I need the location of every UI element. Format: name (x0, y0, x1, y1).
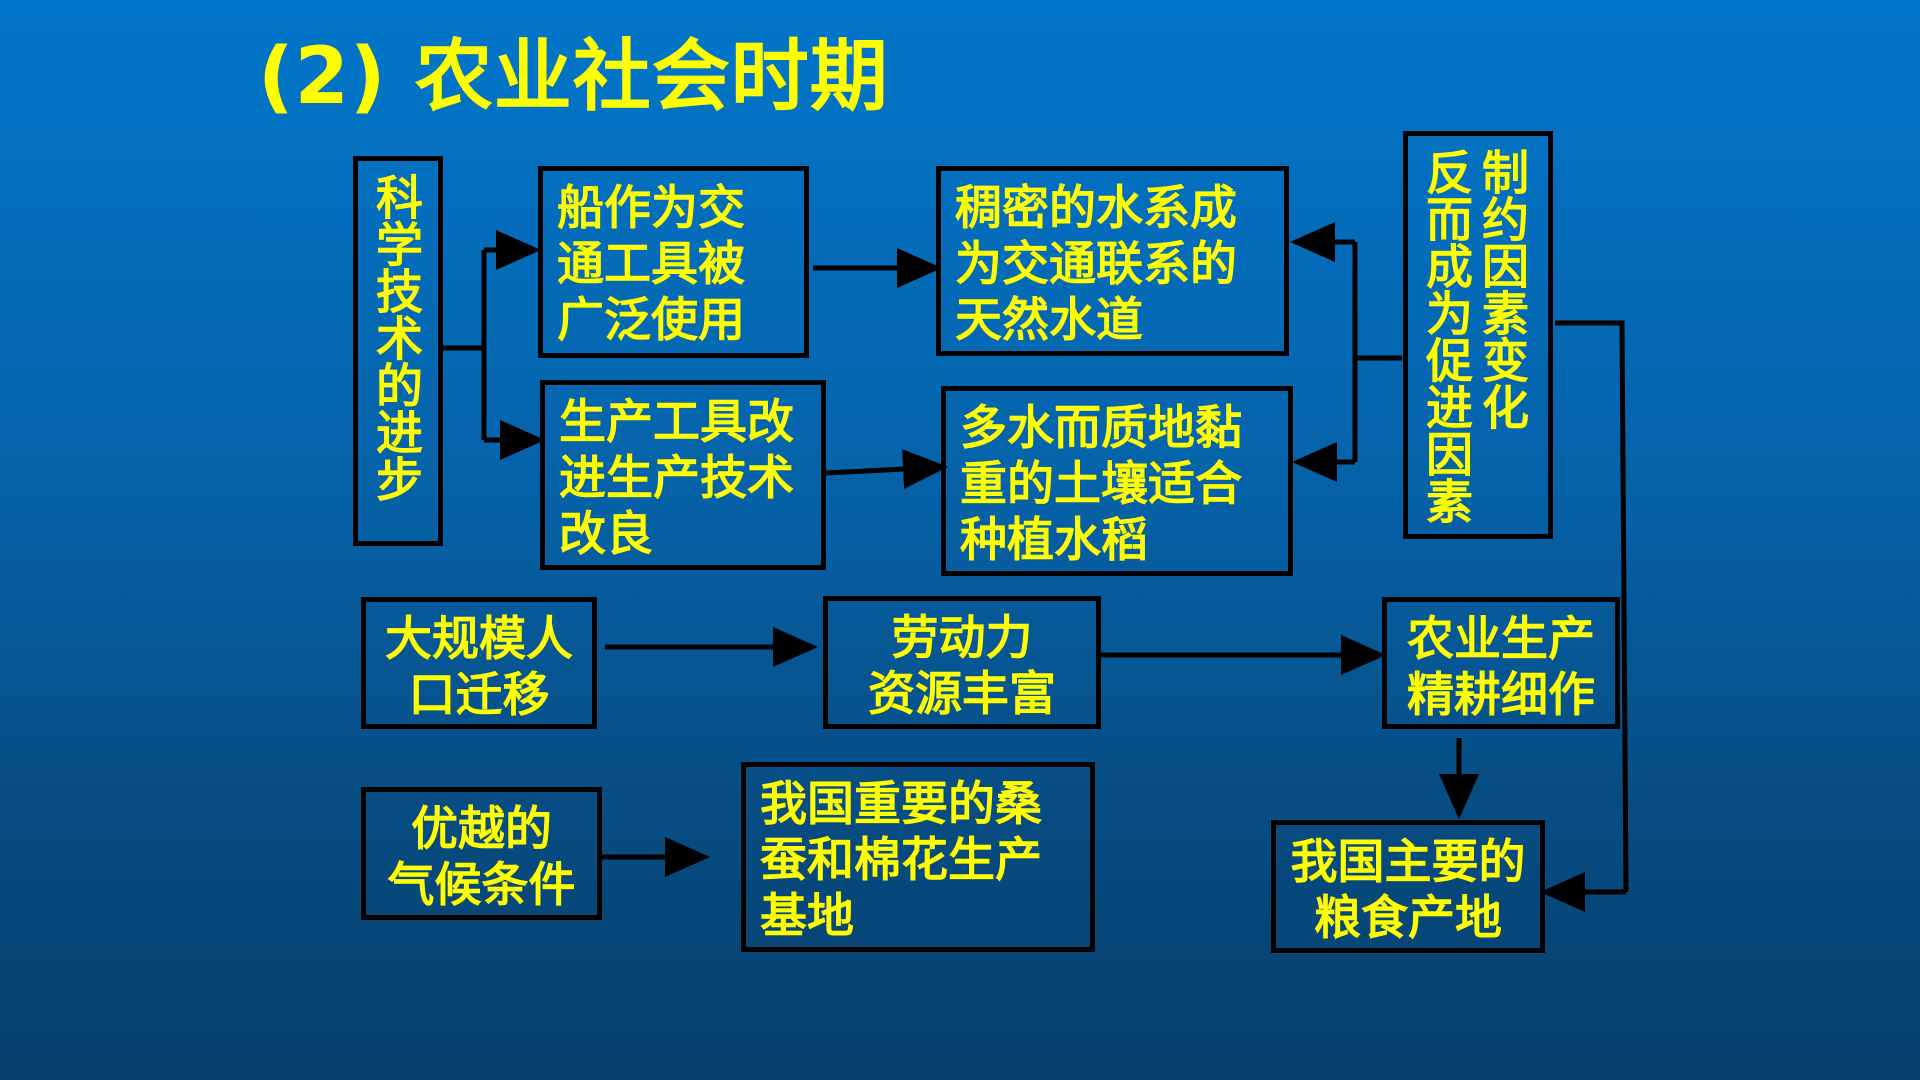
node-science-label: 科学技术的进步 (367, 173, 422, 502)
connector-constraint-right (1555, 320, 1629, 893)
node-science: 科学技术的进步 (353, 156, 443, 546)
node-soil: 多水而质地黏 重的土壤适合 种植水稻 (941, 386, 1293, 576)
node-intensive: 农业生产 精耕细作 (1382, 597, 1620, 729)
node-labor-label: 劳动力 资源丰富 (868, 611, 1056, 722)
node-labor: 劳动力 资源丰富 (823, 596, 1101, 729)
node-tools-label: 生产工具改 进生产技术 改良 (559, 395, 794, 562)
node-boat: 船作为交 通工具被 广泛使用 (538, 166, 809, 358)
node-soil-label: 多水而质地黏 重的土壤适合 种植水稻 (960, 401, 1242, 568)
node-grain-label: 我国主要的 粮食产地 (1290, 835, 1526, 946)
node-water-label: 稠密的水系成 为交通联系的 天然水道 (955, 181, 1237, 348)
node-constraint: 制约因素变化 反而成为促进因素 (1403, 131, 1553, 539)
arrow-tools-to-soil (825, 449, 948, 490)
page-title: (2) 农业社会时期 (258, 32, 889, 122)
node-constraint-label: 制约因素变化 反而成为促进因素 (1417, 148, 1528, 524)
node-climate: 优越的 气候条件 (361, 787, 602, 920)
node-boat-label: 船作为交 通工具被 广泛使用 (557, 181, 745, 348)
node-intensive-label: 农业生产 精耕细作 (1407, 612, 1595, 723)
node-silk-label: 我国重要的桑 蚕和棉花生产 基地 (760, 777, 1042, 944)
node-migration-label: 大规模人 口迁移 (385, 612, 573, 723)
node-climate-label: 优越的 气候条件 (387, 802, 576, 913)
node-tools: 生产工具改 进生产技术 改良 (540, 380, 826, 570)
node-migration: 大规模人 口迁移 (361, 597, 597, 729)
node-water: 稠密的水系成 为交通联系的 天然水道 (936, 166, 1289, 356)
node-silk: 我国重要的桑 蚕和棉花生产 基地 (741, 762, 1095, 952)
node-grain: 我国主要的 粮食产地 (1271, 820, 1545, 953)
